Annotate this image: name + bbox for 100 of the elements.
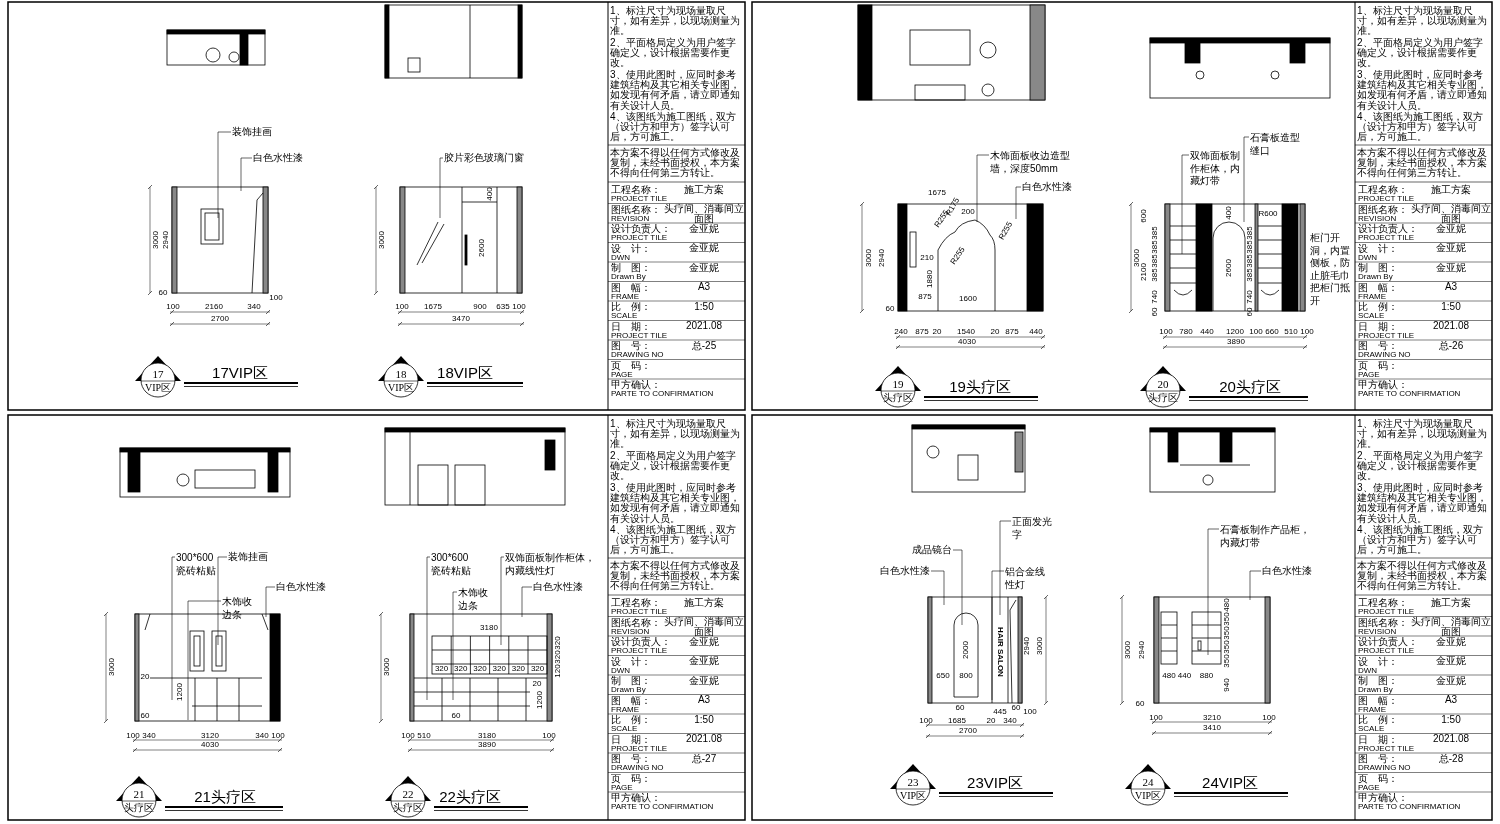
dimension-text: 3410 (1203, 724, 1221, 732)
view-subtitle: 头疗区 (393, 803, 423, 813)
dimension-text: 3890 (1227, 338, 1245, 346)
dimension-text: 60 (1151, 307, 1159, 317)
field-label-english: PARTE TO CONFIRMATION (611, 803, 714, 811)
field-label-english: PROJECT TILE (611, 195, 668, 203)
field-label: 设计负责人： (611, 637, 671, 647)
leader-line (171, 556, 176, 701)
field-label: 图纸名称： (611, 204, 661, 215)
field-label-english: PAGE (611, 783, 633, 792)
field-value: 金亚妮 (1435, 262, 1467, 272)
leader-line (1249, 570, 1262, 601)
annotation-text: 成品镜台 (912, 545, 952, 555)
view-subtitle: VIP区 (387, 383, 415, 393)
dimension-text: 635 (496, 303, 510, 311)
dimension-text: 60 (451, 712, 461, 720)
note-text: 2、平面格局定义为用户签字确定义，设计根据需要作更改。 (1357, 38, 1484, 69)
dimension-text: 100 (542, 732, 556, 740)
dimension-text: 100 (269, 294, 283, 302)
note-text: 4、该图纸为施工图纸，双方（设计方和甲方）签字认可后，方可施工。 (610, 112, 737, 143)
dimension-text: 400 (1225, 206, 1233, 220)
view-number: 17 (152, 368, 164, 380)
field-label: 制 图： (1358, 676, 1398, 686)
leader-line (240, 157, 253, 192)
leader-line (1015, 186, 1022, 220)
field-label: 比 例： (611, 302, 651, 312)
dimension-text: 320 (511, 665, 526, 673)
dimension-text: 60 (158, 289, 168, 297)
dimension-text: 800 (959, 672, 973, 680)
dimension-text: 900 (473, 303, 487, 311)
leader-line (217, 556, 228, 646)
annotation-text: 300*600瓷砖粘贴 (431, 552, 471, 577)
dimension-text: 875 (1005, 328, 1019, 336)
field-label: 设计负责人： (1358, 224, 1418, 234)
field-label-english: DWN (1358, 253, 1378, 262)
dimension-text: 660 (1265, 328, 1279, 336)
dimension-text: 875 (918, 293, 932, 301)
annotation-text: 双饰面板制作柜体，内藏线性灯 (505, 552, 595, 577)
view-number: 18 (395, 368, 407, 380)
view-title: 23VIP区 (967, 774, 1023, 790)
dimension-text: 650 (936, 672, 950, 680)
dimension-text: 100 (1300, 328, 1314, 336)
view-number: 19 (892, 378, 904, 390)
dimension-text: 100 (1159, 328, 1173, 336)
field-label: 工程名称： (1358, 598, 1408, 608)
field-value: 金亚妮 (1435, 656, 1467, 666)
view-number: 20 (1157, 378, 1169, 390)
field-label-english: PROJECT TILE (611, 744, 668, 753)
leader-line (521, 586, 533, 618)
dimension-text: 480 (1223, 598, 1231, 612)
dimension-text: 340 (255, 732, 269, 740)
elevation-drawing (927, 596, 1023, 704)
field-label: 页 码： (611, 360, 651, 371)
dimension-text: 3120 (201, 732, 219, 740)
dimension-text: 385 (1151, 226, 1159, 240)
view-title: 22头疗区 (439, 788, 501, 804)
dimension-text: 320 (492, 665, 506, 673)
field-label-english: PARTE TO CONFIRMATION (1358, 390, 1461, 398)
leader-line (1243, 136, 1250, 223)
dimension-text: 400 (486, 187, 494, 201)
field-value: 头疗间、消毒间立面图 (664, 204, 744, 223)
field-value: 金亚妮 (688, 243, 720, 253)
dimension-text: 1600 (959, 295, 977, 303)
field-label: 甲方确认： (1358, 380, 1408, 390)
field-label: 图 幅： (1358, 282, 1398, 293)
field-value: 金亚妮 (688, 675, 720, 685)
field-value: 金亚妮 (688, 223, 720, 233)
dimension-text: 740 (1151, 290, 1159, 304)
dimension-text: 100 (166, 303, 180, 311)
field-label: 制 图： (611, 263, 651, 273)
field-label: 图纸名称： (1358, 617, 1408, 628)
field-value: 2021.08 (684, 734, 724, 744)
field-label-english: SCALE (611, 312, 638, 320)
field-value: A3 (696, 695, 712, 705)
dimension-text: 880 (1199, 672, 1214, 680)
field-label: 图纸名称： (611, 617, 661, 628)
elevation-drawing (399, 186, 523, 294)
annotation-text: 300*600瓷砖粘贴 (176, 552, 216, 577)
view-subtitle: 头疗区 (124, 803, 154, 813)
field-label-english: Drawn By (611, 686, 646, 694)
dimension-text: 2700 (959, 727, 977, 735)
annotation-text: 石膏板制作产品柜，内藏灯带 (1220, 524, 1310, 549)
dimension-text: 1675 (424, 303, 442, 311)
note-text: 3、使用此图时，应同时参考建筑结构及其它相关专业图，如发现有何矛盾，请立即通知有关设计人员。 (1357, 483, 1488, 524)
annotation-text: 石膏板造型缝口 (1250, 132, 1300, 157)
field-label-english: PROJECT TILE (611, 608, 668, 616)
note-text: 2、平面格局定义为用户签字确定义，设计根据需要作更改。 (610, 38, 737, 69)
copyright-note: 本方案不得以任何方式修改及复制，未经书面授权，本方案不得向任何第三方转让。 (610, 561, 741, 592)
dimension-text: 1540 (957, 328, 975, 336)
annotation-text: 胶片彩色玻璃门窗 (444, 153, 524, 163)
field-label-english: FRAME (611, 292, 639, 301)
field-label: 设 计： (611, 656, 651, 667)
field-label-english: Drawn By (1358, 686, 1393, 694)
dimension-text: 1675 (928, 189, 946, 197)
field-label-english: PAGE (1358, 370, 1380, 379)
dimension-text: 240 (894, 328, 908, 336)
field-label: 制 图： (611, 676, 651, 686)
dimension-text: 385 (1151, 268, 1159, 282)
dimension-text: 350 (1223, 654, 1231, 668)
annotation-text: 白色水性漆 (276, 582, 326, 592)
